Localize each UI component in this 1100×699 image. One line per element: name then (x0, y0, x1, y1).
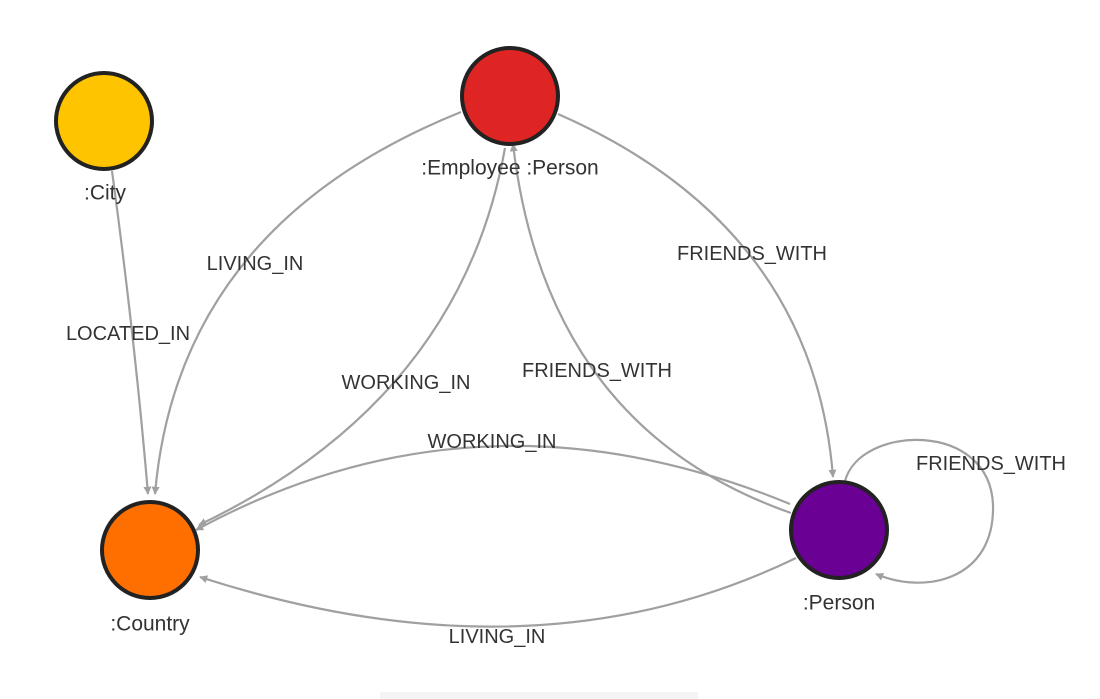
edge-employee-friends-with-person[interactable] (557, 112, 837, 478)
node-labels: :City :Employee :Person :Country :Person (84, 157, 875, 636)
node-city[interactable] (54, 71, 154, 171)
edge-label-friends-with-employee-to-person: FRIENDS_WITH (677, 243, 827, 265)
edge-person-working-in-country[interactable] (195, 444, 791, 531)
edge-label-friends-with-self: FRIENDS_WITH (916, 453, 1066, 475)
edge-label-friends-with-person-to-employee: FRIENDS_WITH (522, 360, 672, 382)
bottom-panel-strip (380, 692, 698, 699)
node-country[interactable] (100, 500, 200, 600)
node-label-employee-person: :Employee :Person (421, 157, 598, 180)
node-label-person: :Person (803, 592, 875, 615)
edge-label-living-in-employee: LIVING_IN (207, 253, 304, 275)
edge-label-working-in-person: WORKING_IN (428, 431, 557, 453)
edge-person-living-in-country[interactable] (199, 557, 797, 628)
edge-city-located-in-country[interactable] (110, 170, 152, 495)
edge-label-working-in-employee: WORKING_IN (342, 372, 471, 394)
nodes (54, 46, 889, 600)
node-person[interactable] (789, 480, 889, 580)
edge-label-located-in: LOCATED_IN (66, 323, 190, 345)
edge-person-friends-with-self[interactable] (843, 438, 995, 584)
edge-label-living-in-person: LIVING_IN (449, 626, 546, 648)
node-label-city: :City (84, 182, 127, 205)
edges (110, 110, 995, 628)
edge-labels: LOCATED_IN LIVING_IN WORKING_IN FRIENDS_… (66, 243, 1066, 648)
edge-employee-living-in-country[interactable] (151, 110, 462, 495)
edge-employee-working-in-country[interactable] (198, 147, 507, 526)
node-label-country: :Country (110, 613, 190, 636)
edge-person-friends-with-employee[interactable] (509, 143, 792, 515)
node-employee-person[interactable] (460, 46, 560, 146)
